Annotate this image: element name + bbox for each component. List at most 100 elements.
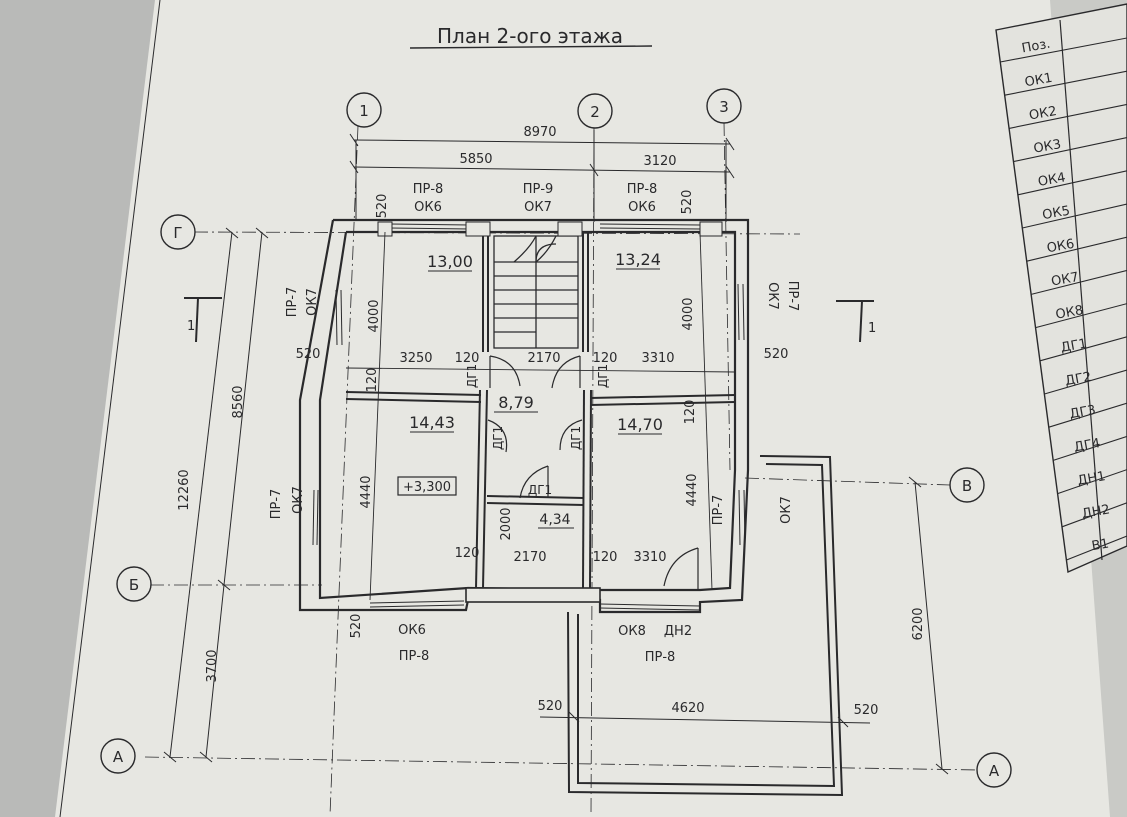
axis-label-3: 3 [719,98,729,116]
label-ok6-bottom: ОК6 [398,623,426,638]
dim-2170-a: 2170 [527,351,560,366]
dim-4620: 4620 [671,701,704,716]
dim-2000: 2000 [499,507,514,540]
room-area-6: 4,34 [539,512,570,528]
table-row-label: ОК5 [1041,204,1071,224]
label-ok7-right-2: ОК7 [779,496,794,524]
room-area-2: 13,24 [615,250,661,269]
under-page-left [0,0,170,817]
table-row-label: В1 [1091,536,1111,554]
table-row-line [1022,203,1127,229]
label-pr8-top-left: ПР-8 [413,182,444,197]
label-dg1-d: ДГ1 [569,426,583,450]
paper-border-line [59,0,161,817]
table-row-line [1053,435,1127,461]
axis-circle-a-left [100,738,136,774]
level-mark: +3,300 [403,480,451,495]
dim-8560: 8560 [231,385,246,418]
label-ok7-left-2: ОК7 [291,486,306,514]
dim-4000-left: 4000 [367,299,382,332]
dim-520-mid-right: 520 [764,347,789,362]
section-marks [184,297,874,343]
axis-label-a-left: А [113,748,124,766]
staircase [493,235,579,349]
dim-4000-right: 4000 [681,297,696,330]
dimension-labels: 8970 5850 3120 520 520 4000 4000 520 325… [177,125,926,718]
dim-12260: 12260 [177,469,192,510]
axis-circle-1 [346,92,382,128]
axis-label-a-right: А [989,762,1000,780]
label-dg1-c: ДГ1 [491,426,505,450]
dim-8970: 8970 [523,125,556,140]
table-row-line [1013,137,1127,163]
table-row-line [1000,37,1127,63]
room-area-1: 13,00 [427,252,473,271]
doors [487,355,699,590]
paper-sheet [55,0,1110,817]
label-pr7-right-2: ПР-7 [711,495,726,526]
table-row-line [1048,402,1127,428]
label-ok7-left-1: ОК7 [305,288,320,316]
axis-label-b: Б [129,576,139,594]
label-dg1-b: ДГ1 [596,364,610,388]
axis-circle-3 [706,88,742,124]
axis-circle-2 [577,93,613,129]
plan-title: План 2-ого этажа [437,24,623,48]
dim-3250: 3250 [399,351,432,366]
table-row-line [1031,269,1127,295]
label-pr8-bottom-right: ПР-8 [645,650,676,665]
table-row-label: ОК7 [1050,270,1080,290]
axis-lines [144,121,981,816]
dim-4440-right: 4440 [685,473,700,506]
axis-circle-a-right [976,752,1012,788]
table-row-line [1057,469,1127,495]
label-ok8-bottom: ОК8 [618,624,646,639]
table-row-line [1017,170,1127,196]
room-areas: 13,00 13,24 8,79 14,43 14,70 4,34 [409,250,663,529]
table-rows: ОК1ОК2ОК3ОК4ОК5ОК6ОК7ОК8ДГ1ДГ2ДГ3ДГ4ДН1Д… [1024,71,1112,554]
table-row-line [1039,336,1127,362]
label-pr7-right-1: ПР-7 [785,281,800,312]
element-labels: ПР-8 ОК6 ПР-9 ОК7 ПР-8 ОК6 ПР-7 ОК7 ОК7 … [269,182,800,665]
label-ok7-top: ОК7 [524,200,552,215]
table-row-lines [1000,37,1127,561]
label-pr7-left-2: ПР-7 [269,489,284,520]
label-pr8-bottom-left: ПР-8 [399,649,430,664]
table-row-line [1008,103,1127,129]
label-ok6-top-right: ОК6 [628,200,656,215]
dim-520-top-left: 520 [375,194,390,219]
dim-3310-b: 3310 [633,550,666,565]
room-lines [345,231,736,601]
top-dimensions [349,130,735,222]
left-dimensions [163,227,269,763]
table-row-label: ДН2 [1081,502,1111,522]
exterior-walls [298,218,750,614]
axis-circle-v [949,467,985,503]
table-row-label: ДГ1 [1060,336,1089,355]
label-ok7-right-1: ОК7 [765,282,780,310]
label-pr7-left-1: ПР-7 [285,287,300,318]
dim-520-top-right: 520 [680,190,695,215]
dim-2170-b: 2170 [513,550,546,565]
axis-label-v: В [962,477,972,495]
dim-520-bottom: 520 [538,699,563,714]
title-underline [409,45,653,49]
table-row-label: ОК8 [1055,303,1085,323]
dim-120-vertical-left: 120 [365,368,380,393]
dim-3120: 3120 [643,154,676,169]
label-pr9: ПР-9 [523,182,554,197]
room-area-5: 14,70 [617,415,663,434]
axis-label-g: Г [173,224,182,242]
specification-table: Поз. ОК1ОК2ОК3ОК4ОК5ОК6ОК7ОК8ДГ1ДГ2ДГ3ДГ… [995,3,1127,574]
table-row-label: ДН1 [1076,469,1106,489]
dim-120-b: 120 [593,351,618,366]
dim-120-vertical-right: 120 [683,400,698,425]
table-row-line [1004,70,1127,96]
section-mark-left-number: 1 [187,319,195,334]
windows [312,221,746,611]
plan-lines [144,121,981,816]
axis-label-1: 1 [359,102,369,120]
axis-markers: 1 2 3 Г В Б А А [100,88,1012,788]
interior-walls [345,232,736,589]
